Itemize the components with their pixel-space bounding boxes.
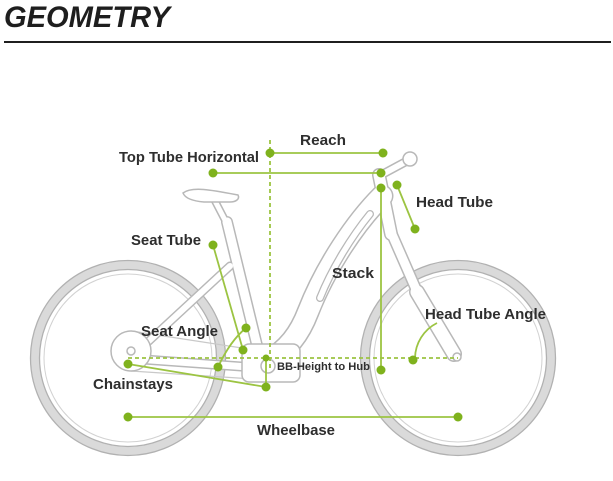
label-bb-height-to-hub: BB-Height to Hub <box>277 361 370 373</box>
reach-start-dot <box>265 148 275 158</box>
bike-parts <box>110 151 462 383</box>
stack-top-dot <box>376 183 386 193</box>
crank <box>260 358 276 374</box>
header: GEOMETRY <box>4 1 611 43</box>
rear-tire-inner-edge <box>38 268 218 448</box>
top-tube-start-dot <box>208 168 218 178</box>
seat-tube-line <box>212 244 244 351</box>
chainstays-hub-dot <box>123 359 133 369</box>
seat-angle-dot <box>241 323 251 333</box>
saddle <box>182 188 240 203</box>
label-head-tube: Head Tube <box>416 194 493 211</box>
measurement-dots <box>123 148 463 422</box>
measurement-lines <box>127 140 458 418</box>
battery-inner <box>317 211 373 301</box>
label-chainstays: Chainstays <box>93 376 173 393</box>
top-tube-end-dot <box>376 168 386 178</box>
head-tube-bottom-dot <box>410 224 420 234</box>
seat-tube-inner <box>222 217 267 371</box>
head-tube-angle-arc <box>414 322 438 359</box>
wheelbase-rear-dot <box>123 412 133 422</box>
head-tube-top-dot <box>392 180 402 190</box>
label-reach: Reach <box>300 132 346 149</box>
seat-tube-top-dot <box>208 240 218 250</box>
bb-dot <box>261 382 271 392</box>
label-top-tube-horizontal: Top Tube Horizontal <box>119 149 259 166</box>
label-stack: Stack <box>332 265 375 282</box>
rear-hub <box>126 346 136 356</box>
seat-post-inner <box>211 196 230 227</box>
seat-stay-inner <box>134 263 233 355</box>
chainstays-line <box>127 363 267 388</box>
front-tire <box>361 261 555 455</box>
stack-bottom-dot <box>376 365 386 375</box>
page-title: GEOMETRY <box>4 1 173 34</box>
wheelbase-front-dot <box>453 412 463 422</box>
label-wheelbase: Wheelbase <box>257 422 335 439</box>
measurement-labels: Reach Top Tube Horizontal Head Tube Seat… <box>93 132 546 439</box>
seat-angle-base-dot <box>213 362 223 372</box>
seat-tube-bottom-dot <box>238 345 248 355</box>
front-wheel <box>359 259 557 457</box>
rear-tire-outer-edge <box>29 259 227 457</box>
head-tube-line <box>396 184 416 230</box>
label-seat-angle: Seat Angle <box>141 323 218 340</box>
chainstay-inner <box>133 355 266 372</box>
fork-upper-inner <box>386 227 424 301</box>
label-seat-tube: Seat Tube <box>131 232 201 249</box>
head-tube-angle-dot <box>408 355 418 365</box>
reach-end-dot <box>378 148 388 158</box>
front-hub <box>452 352 462 362</box>
bb-height-hub-dot <box>262 354 270 362</box>
label-head-tube-angle: Head Tube Angle <box>425 306 546 323</box>
handlebar-grip <box>402 151 418 167</box>
